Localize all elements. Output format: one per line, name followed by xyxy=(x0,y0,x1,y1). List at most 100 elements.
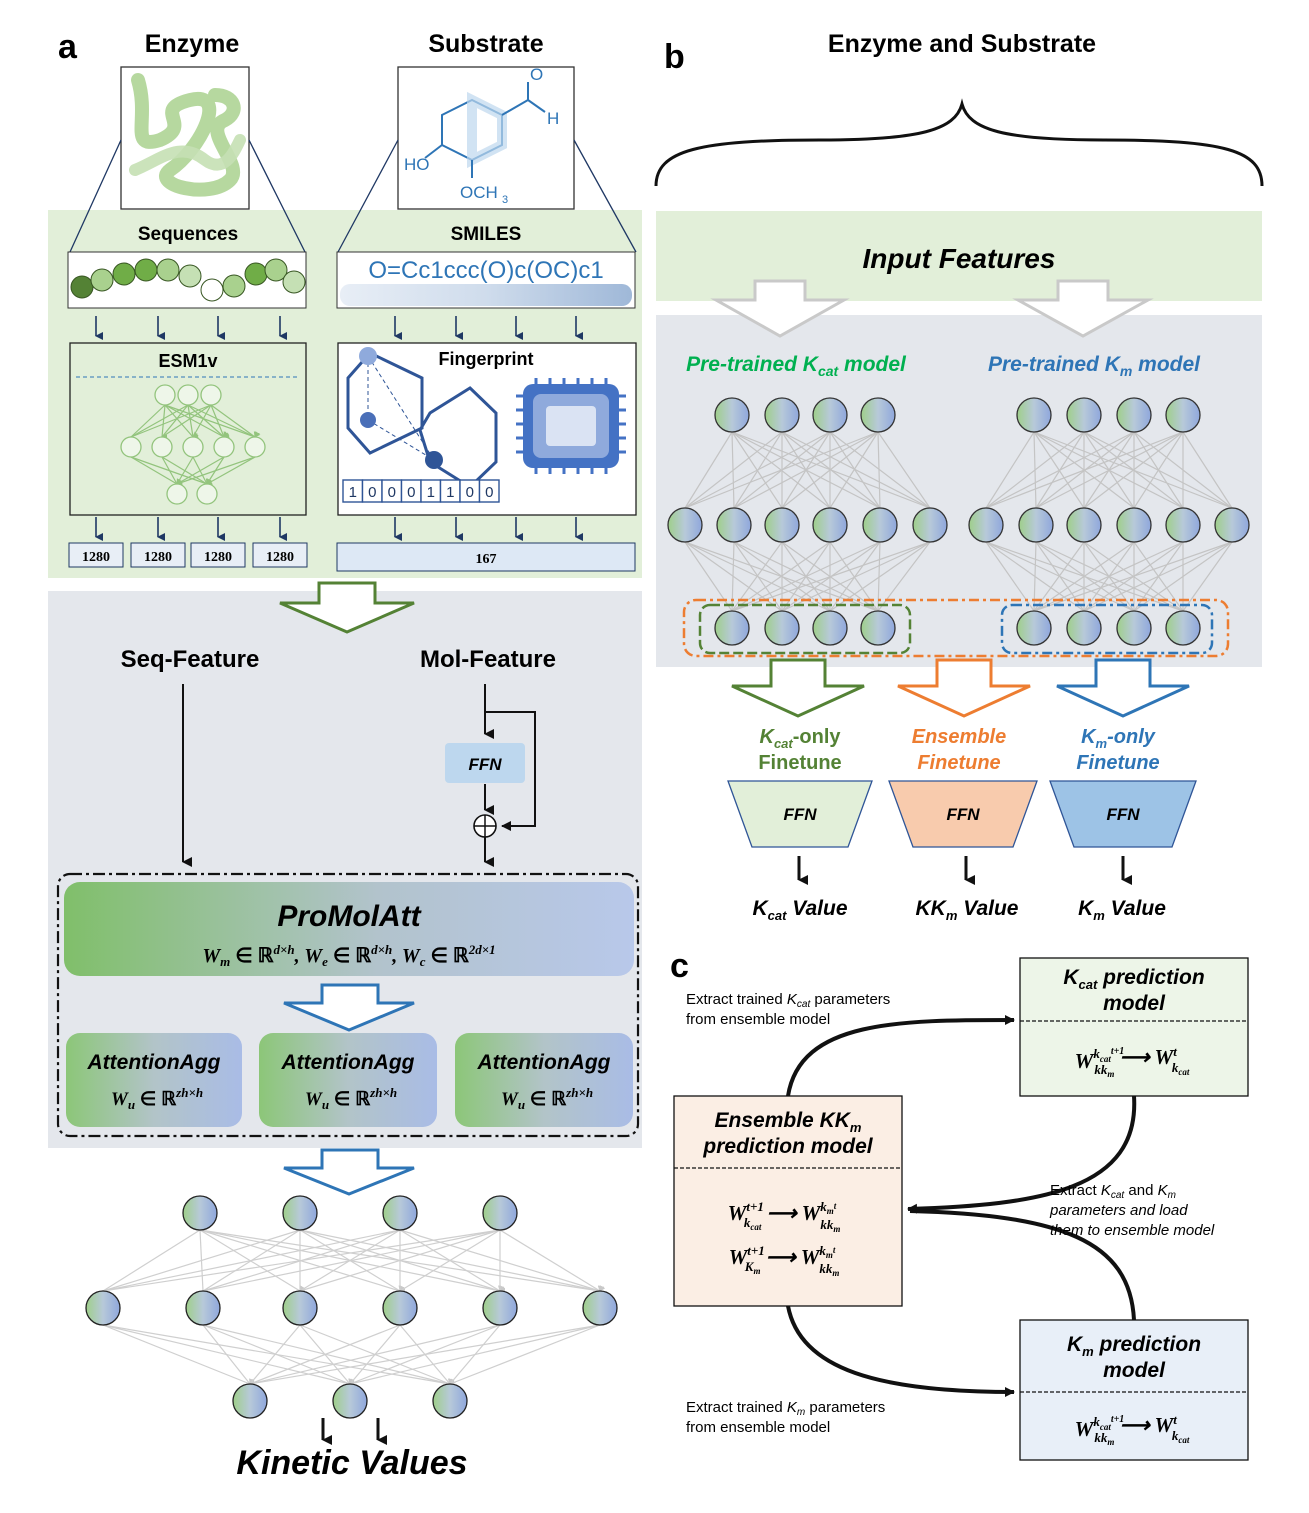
km-net-node xyxy=(1214,507,1250,543)
ensemble-line2: Finetune xyxy=(917,752,1000,774)
km-net-node xyxy=(1165,610,1201,646)
ensemble-ffn-block xyxy=(888,780,1038,848)
esm-node xyxy=(213,436,235,458)
sequence-beads xyxy=(67,251,307,309)
final-node xyxy=(182,1195,218,1231)
extract-km-line1: Extract trained Km parameters xyxy=(686,1399,885,1418)
km-net-node xyxy=(1018,507,1054,543)
molecule-o: O xyxy=(530,65,543,84)
esm-model-box xyxy=(69,342,307,516)
km-net-edge xyxy=(985,431,1035,509)
kcat-net-node xyxy=(764,610,800,646)
final-edge xyxy=(101,1229,401,1297)
esm-edge xyxy=(130,404,189,443)
esm-node xyxy=(196,483,218,505)
blue-down-arrow-2 xyxy=(283,1148,415,1196)
final-node xyxy=(282,1195,318,1231)
attentionagg-label-3: AttentionAgg xyxy=(477,1051,611,1074)
fingerprint-bit: 0 xyxy=(485,484,493,501)
esm-edge xyxy=(161,456,183,485)
promolatt-block xyxy=(64,882,634,976)
panel-a-label: a xyxy=(58,28,78,66)
fingerprint-bit: 1 xyxy=(446,484,454,501)
kcat-net-edge xyxy=(781,431,879,509)
fingerprint-bit: 0 xyxy=(368,484,376,501)
km-net-edge xyxy=(1133,431,1184,509)
fingerprint-label: Fingerprint xyxy=(439,349,534,369)
smiles-attention-bar xyxy=(340,284,632,306)
extract-both-line1: Extract Kcat and Km xyxy=(1050,1182,1176,1201)
kcat-net-edge xyxy=(829,431,881,509)
pretrained-networks xyxy=(667,397,1250,646)
final-edge xyxy=(202,1324,256,1385)
esm-dim-boxes: 1280 1280 1280 1280 xyxy=(68,542,308,568)
esm-edge xyxy=(164,404,199,438)
substrate-title: Substrate xyxy=(428,30,543,58)
kcat-prediction-box xyxy=(1019,957,1249,1097)
kcat-net-node xyxy=(716,507,752,543)
arrow-ensemble-to-kcat xyxy=(786,1015,1015,1097)
kcat-net-node xyxy=(812,610,848,646)
km-net-edge xyxy=(1083,431,1184,509)
final-node xyxy=(482,1195,518,1231)
final-node xyxy=(382,1195,418,1231)
kcat-net-edge xyxy=(731,541,831,612)
attentionagg-blocks: AttentionAgg AttentionAgg AttentionAgg W… xyxy=(66,1033,633,1127)
fingerprint-bit: 1 xyxy=(349,484,357,501)
panel-b-label: b xyxy=(664,38,685,76)
kcat-net-edge xyxy=(731,541,881,612)
kcat-net-node xyxy=(812,397,848,433)
residual-add-icon xyxy=(473,814,497,838)
esm-node xyxy=(120,436,142,458)
kcat-net-edge xyxy=(684,431,733,509)
esm-label: ESM1v xyxy=(158,351,217,371)
molecule-och: OCH xyxy=(460,183,498,202)
kcat-value-label: Kcat Value xyxy=(752,897,847,923)
kcat-net-node xyxy=(860,610,896,646)
kcat-ffn-block xyxy=(727,780,873,848)
km-net-edge xyxy=(1033,541,1135,612)
final-edge xyxy=(249,1324,301,1390)
esm-edge xyxy=(192,404,212,443)
kcat-net-edge xyxy=(684,431,783,509)
final-node xyxy=(332,1383,368,1419)
esm-edge xyxy=(210,404,230,438)
fingerprint-bit: 0 xyxy=(466,484,474,501)
kcat-model-title: Pre-trained Kcat model xyxy=(686,353,907,379)
ffn-label-a: FFN xyxy=(468,755,502,774)
sequences-label: Sequences xyxy=(138,224,238,245)
panel-c-label: c xyxy=(670,947,689,985)
kcat-net-node xyxy=(860,397,896,433)
promolatt-title: ProMolAtt xyxy=(277,900,422,933)
fingerprint-bit-cell xyxy=(478,479,500,503)
kcat-net-node xyxy=(764,397,800,433)
esm-edge xyxy=(130,456,183,485)
final-node xyxy=(282,1290,318,1326)
km-finetune-arrow xyxy=(1056,658,1190,718)
kcat-only-line1: Kcat-only xyxy=(759,726,841,751)
esm-edge xyxy=(164,404,230,438)
curly-brace xyxy=(654,98,1264,187)
attentionagg-block-3 xyxy=(455,1033,633,1127)
final-node xyxy=(432,1383,468,1419)
extract-kcat-line2: from ensemble model xyxy=(686,1011,830,1028)
km-net-node xyxy=(1066,397,1102,433)
esm-edge xyxy=(161,404,212,443)
final-edge xyxy=(102,1324,255,1385)
promolatt-container xyxy=(56,872,640,1138)
esm-edge xyxy=(187,404,230,438)
esm-edge xyxy=(130,404,166,443)
kcat-net-node xyxy=(812,507,848,543)
extract-both-line2: parameters and load xyxy=(1049,1202,1188,1219)
esm-node xyxy=(182,436,204,458)
km-net-edge xyxy=(1182,431,1233,509)
attentionagg-block-2 xyxy=(259,1033,437,1127)
kcat-net-edge xyxy=(781,431,881,509)
extract-both-line3: them to ensemble model xyxy=(1050,1222,1215,1239)
arrow-ensemble-to-km xyxy=(786,1305,1015,1397)
final-edge xyxy=(102,1229,201,1297)
final-edge xyxy=(499,1229,606,1292)
